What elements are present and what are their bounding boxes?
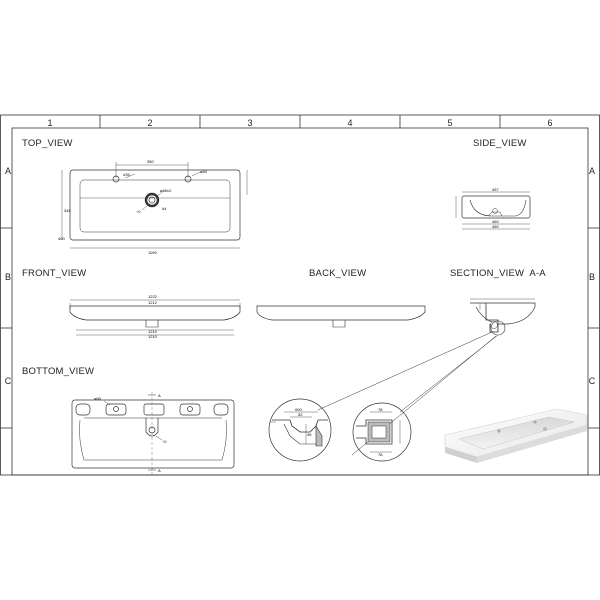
column-number-5: 5 <box>447 118 453 128</box>
dim-detail1-top: ñ00 <box>295 407 302 412</box>
dim-top-hole-left: ò35 <box>123 172 130 177</box>
basin-photo <box>444 408 588 463</box>
dim-front-width-bottom2: 1210 <box>148 334 158 339</box>
bottom-section-marker-bottom: A <box>158 468 161 473</box>
dim-bottom-drain: ÷0 <box>162 439 167 444</box>
dim-detail1-mid: õ2 <box>298 412 303 417</box>
dim-top-depth: 345 <box>64 208 71 213</box>
bottom-section-marker-top: A <box>158 393 161 398</box>
row-letter-b-left: B <box>4 272 11 282</box>
column-number-1: 1 <box>47 118 53 128</box>
row-letter-b-right: B <box>588 272 595 282</box>
bottom-view-label: BOTTOM_VIEW <box>22 366 95 377</box>
column-number-4: 4 <box>347 118 353 128</box>
dim-top-left-small: 400 <box>58 236 65 241</box>
dim-front-width-top: 1222 <box>148 294 158 299</box>
back-view-label: BACK_VIEW <box>309 268 367 279</box>
side-view-drawing <box>455 191 531 230</box>
detail-1-drawing <box>268 398 332 462</box>
dim-top-overflow2: ö4 <box>162 206 167 211</box>
column-number-3: 3 <box>247 118 253 128</box>
front-view-drawing <box>69 299 241 336</box>
dim-front-width-mid: 1212 <box>148 300 158 305</box>
detail-2-drawing <box>352 402 412 462</box>
row-letter-c-right: C <box>588 376 596 386</box>
dim-detail2-bottom: 78 <box>378 452 383 457</box>
front-view-label: FRONT_VIEW <box>22 268 87 279</box>
row-letter-c-left: C <box>4 376 12 386</box>
dim-side-mid: 460 <box>492 219 499 224</box>
dim-side-bottom: 460 <box>492 224 499 229</box>
column-number-2: 2 <box>147 118 153 128</box>
back-view-drawing <box>256 305 426 328</box>
side-view-label: SIDE_VIEW <box>473 138 527 149</box>
section-view-drawing <box>470 298 536 336</box>
dim-top-drain: ø45±2 <box>160 188 172 193</box>
row-letter-a-right: A <box>588 166 595 176</box>
dim-top-overflow: ÷0 <box>136 209 141 214</box>
dim-front-width-bottom1: 1210 <box>148 329 158 334</box>
dim-top-hole-spacing: 350 <box>147 159 154 164</box>
dim-detail2-top: 78 <box>378 407 383 412</box>
column-number-6: 6 <box>547 118 553 128</box>
top-view-label: TOP_VIEW <box>22 138 73 149</box>
dim-top-hole-right: ø64 <box>200 169 208 174</box>
bottom-view-drawing <box>71 392 235 476</box>
dim-top-total-width: 1199 <box>148 250 157 255</box>
section-view-label: SECTION_VIEW A-A <box>450 268 546 279</box>
dim-side-top: 457 <box>492 187 499 192</box>
dim-bottom-hole: ø60 <box>94 396 102 401</box>
dim-detail1-side: 45 <box>307 432 312 437</box>
row-letter-a-left: A <box>4 166 11 176</box>
top-view-drawing <box>61 162 248 249</box>
